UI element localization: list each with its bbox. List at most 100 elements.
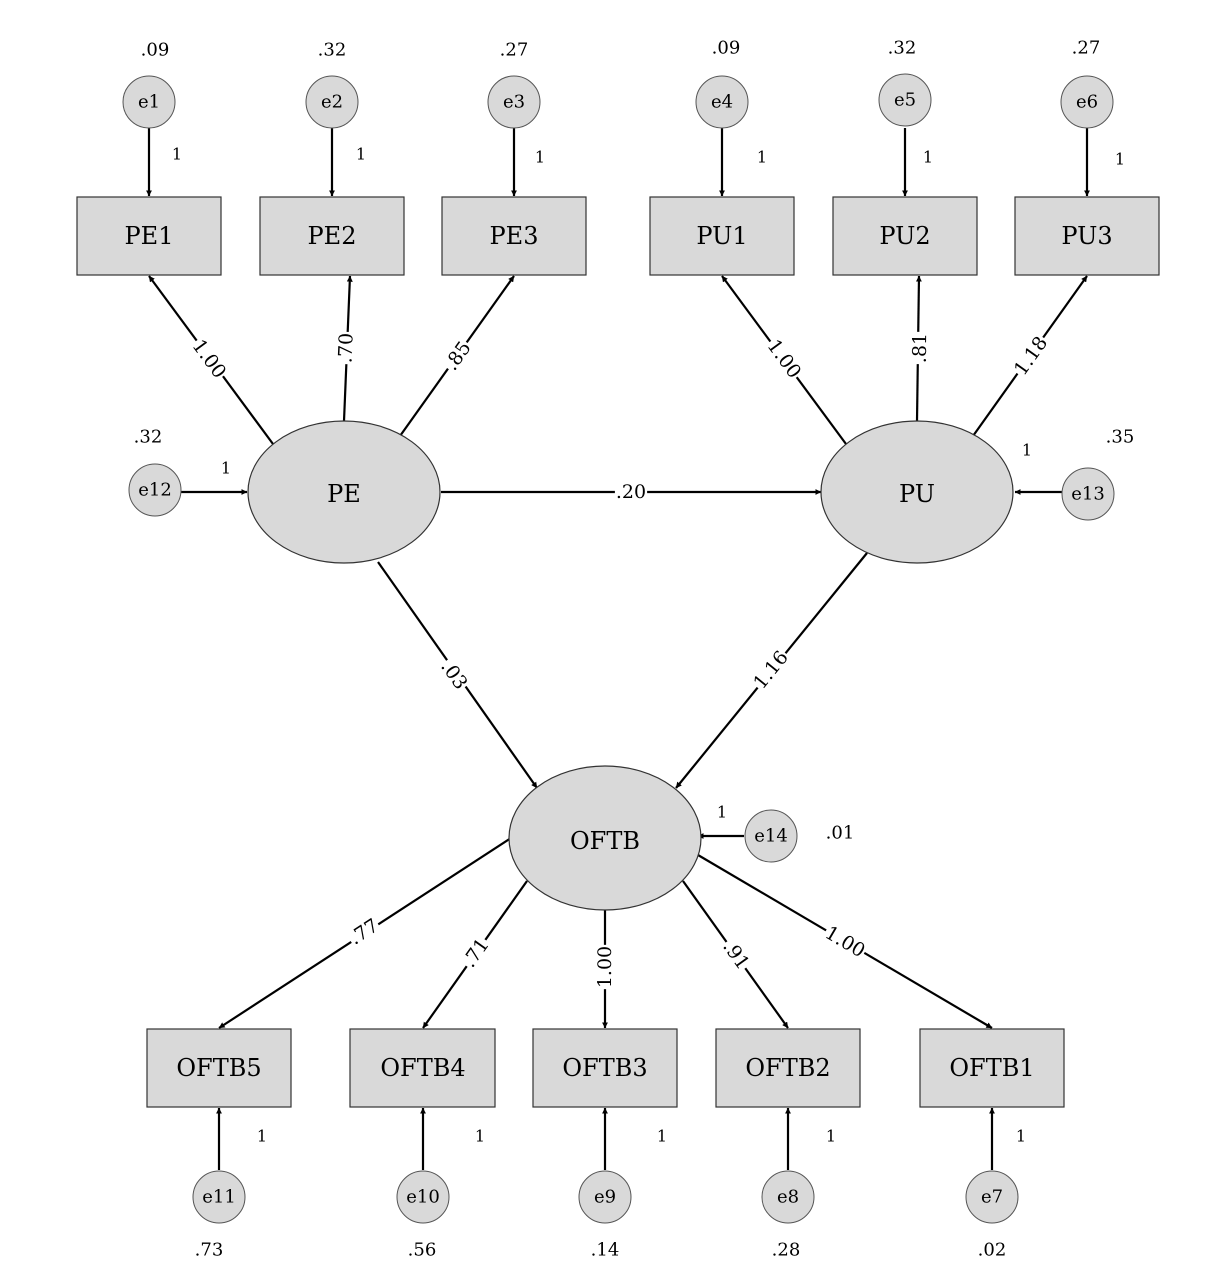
error-circle-e4 xyxy=(695,75,749,129)
error-label-e10: e10 xyxy=(406,1187,440,1208)
error-label-e4: e4 xyxy=(711,92,733,113)
variance-e6: .27 xyxy=(1072,38,1101,59)
indicator-box-oftb3 xyxy=(532,1028,678,1108)
error-variances: .09 .32 .27 .09 .32 .27 .32 .35 .01 .73 … xyxy=(134,38,1135,1261)
loading-pu-pu1: 1.00 xyxy=(763,335,806,382)
indicator-label-oftb3: OFTB3 xyxy=(562,1054,647,1082)
variance-e1: .09 xyxy=(141,40,170,61)
variance-e12: .32 xyxy=(134,427,163,448)
coefficient-label-background xyxy=(614,483,648,501)
variance-e7: .02 xyxy=(978,1240,1007,1261)
error-label-e2: e2 xyxy=(321,92,343,113)
error-circle-e5 xyxy=(878,73,932,127)
error-label-e7: e7 xyxy=(981,1187,1003,1208)
weight-e6: 1 xyxy=(1115,150,1125,169)
variance-e3: .27 xyxy=(500,40,529,61)
indicator-box-pe3 xyxy=(441,196,587,276)
variance-e8: .28 xyxy=(772,1240,801,1261)
weight-e2: 1 xyxy=(356,145,366,164)
loading-oftb-oftb2: .91 xyxy=(718,936,753,973)
latent-label-pe: PE xyxy=(327,480,361,508)
coefficient-label-background xyxy=(336,331,356,365)
variance-e9: .14 xyxy=(591,1240,620,1261)
indicator-label-pe1: PE1 xyxy=(125,222,174,250)
error-circle-e12 xyxy=(128,463,182,517)
weight-e14: 1 xyxy=(717,803,727,822)
path-pe-pu: .20 xyxy=(616,481,646,503)
error-label-e6: e6 xyxy=(1076,92,1098,113)
error-label-e1: e1 xyxy=(138,92,160,113)
indicator-box-oftb5 xyxy=(146,1028,292,1108)
variance-e14: .01 xyxy=(826,823,855,844)
variance-e5: .32 xyxy=(888,38,917,59)
weight-e12: 1 xyxy=(221,459,231,478)
indicator-box-oftb4 xyxy=(349,1028,496,1108)
variance-e2: .32 xyxy=(318,40,347,61)
coefficient-label-background xyxy=(750,647,792,693)
latent-label-oftb: OFTB xyxy=(570,827,640,855)
error-label-e8: e8 xyxy=(777,1187,799,1208)
arrows xyxy=(146,128,1090,1170)
weight-e10: 1 xyxy=(475,1127,485,1146)
weight-e11: 1 xyxy=(257,1127,267,1146)
coefficient-label-background xyxy=(437,656,471,694)
coefficient-label-background xyxy=(345,915,383,949)
weight-e13: 1 xyxy=(1022,441,1032,460)
loading-pe-pe3: .85 xyxy=(440,337,475,374)
variance-e13: .35 xyxy=(1106,427,1135,448)
indicator-label-pu3: PU3 xyxy=(1061,222,1112,250)
indicator-label-pe3: PE3 xyxy=(490,222,539,250)
indicator-box-oftb2 xyxy=(715,1028,861,1108)
loading-oftb-oftb3: 1.00 xyxy=(594,946,616,988)
error-circle-e11 xyxy=(192,1170,246,1224)
error-circle-e1 xyxy=(122,75,176,129)
error-label-e5: e5 xyxy=(894,90,916,111)
error-label-e9: e9 xyxy=(594,1187,616,1208)
loading-pu-pu2: .81 xyxy=(909,333,931,364)
latent-ellipse-pe xyxy=(247,420,441,564)
variance-e10: .56 xyxy=(408,1240,437,1261)
weight-e5: 1 xyxy=(923,148,933,167)
error-circle-e14 xyxy=(744,809,798,863)
indicator-label-pe2: PE2 xyxy=(308,222,357,250)
coefficient-label-background xyxy=(459,934,493,972)
error-circle-e10 xyxy=(396,1170,450,1224)
error-label-e14: e14 xyxy=(754,826,788,847)
loading-oftb-oftb5: .77 xyxy=(345,915,382,950)
coefficient-label-background xyxy=(821,923,869,961)
bottom-indicators: OFTB5 OFTB4 OFTB3 OFTB2 OFTB1 xyxy=(146,1028,1065,1108)
weight-e4: 1 xyxy=(757,148,767,167)
loading-pe-pe1: 1.00 xyxy=(188,335,231,382)
coefficient-label-background xyxy=(910,331,930,365)
error-circle-e7 xyxy=(965,1170,1019,1224)
error-terms: e1 e2 e3 e4 e5 e6 e12 e13 e14 e11 e10 e9… xyxy=(122,73,1115,1224)
indicator-box-oftb1 xyxy=(919,1028,1065,1108)
weight-e7: 1 xyxy=(1016,1127,1026,1146)
variance-e4: .09 xyxy=(712,38,741,59)
error-label-e12: e12 xyxy=(138,480,172,501)
indicator-box-pe1 xyxy=(76,196,222,276)
weight-e9: 1 xyxy=(657,1127,667,1146)
latent-ellipse-oftb xyxy=(508,765,702,911)
indicator-box-pu2 xyxy=(832,196,978,276)
latent-ellipse-pu xyxy=(820,420,1014,564)
error-circle-e13 xyxy=(1061,467,1115,521)
indicator-box-pe2 xyxy=(259,196,405,276)
weight-e1: 1 xyxy=(172,145,182,164)
top-indicators: PE1 PE2 PE3 PU1 PU2 PU3 xyxy=(76,196,1160,276)
indicator-label-oftb5: OFTB5 xyxy=(176,1054,261,1082)
indicator-label-oftb1: OFTB1 xyxy=(949,1054,1034,1082)
error-circle-e2 xyxy=(305,75,359,129)
fixed-weights: 1 1 1 1 1 1 1 1 1 1 1 1 1 1 xyxy=(172,145,1125,1146)
error-label-e13: e13 xyxy=(1071,484,1105,505)
error-circle-e8 xyxy=(761,1170,815,1224)
indicator-box-pu3 xyxy=(1014,196,1160,276)
error-label-e11: e11 xyxy=(202,1187,236,1208)
error-label-e3: e3 xyxy=(503,92,525,113)
indicator-box-pu1 xyxy=(649,196,795,276)
indicator-label-oftb2: OFTB2 xyxy=(745,1054,830,1082)
error-circle-e3 xyxy=(487,75,541,129)
indicator-label-pu1: PU1 xyxy=(696,222,747,250)
error-circle-e9 xyxy=(578,1170,632,1224)
